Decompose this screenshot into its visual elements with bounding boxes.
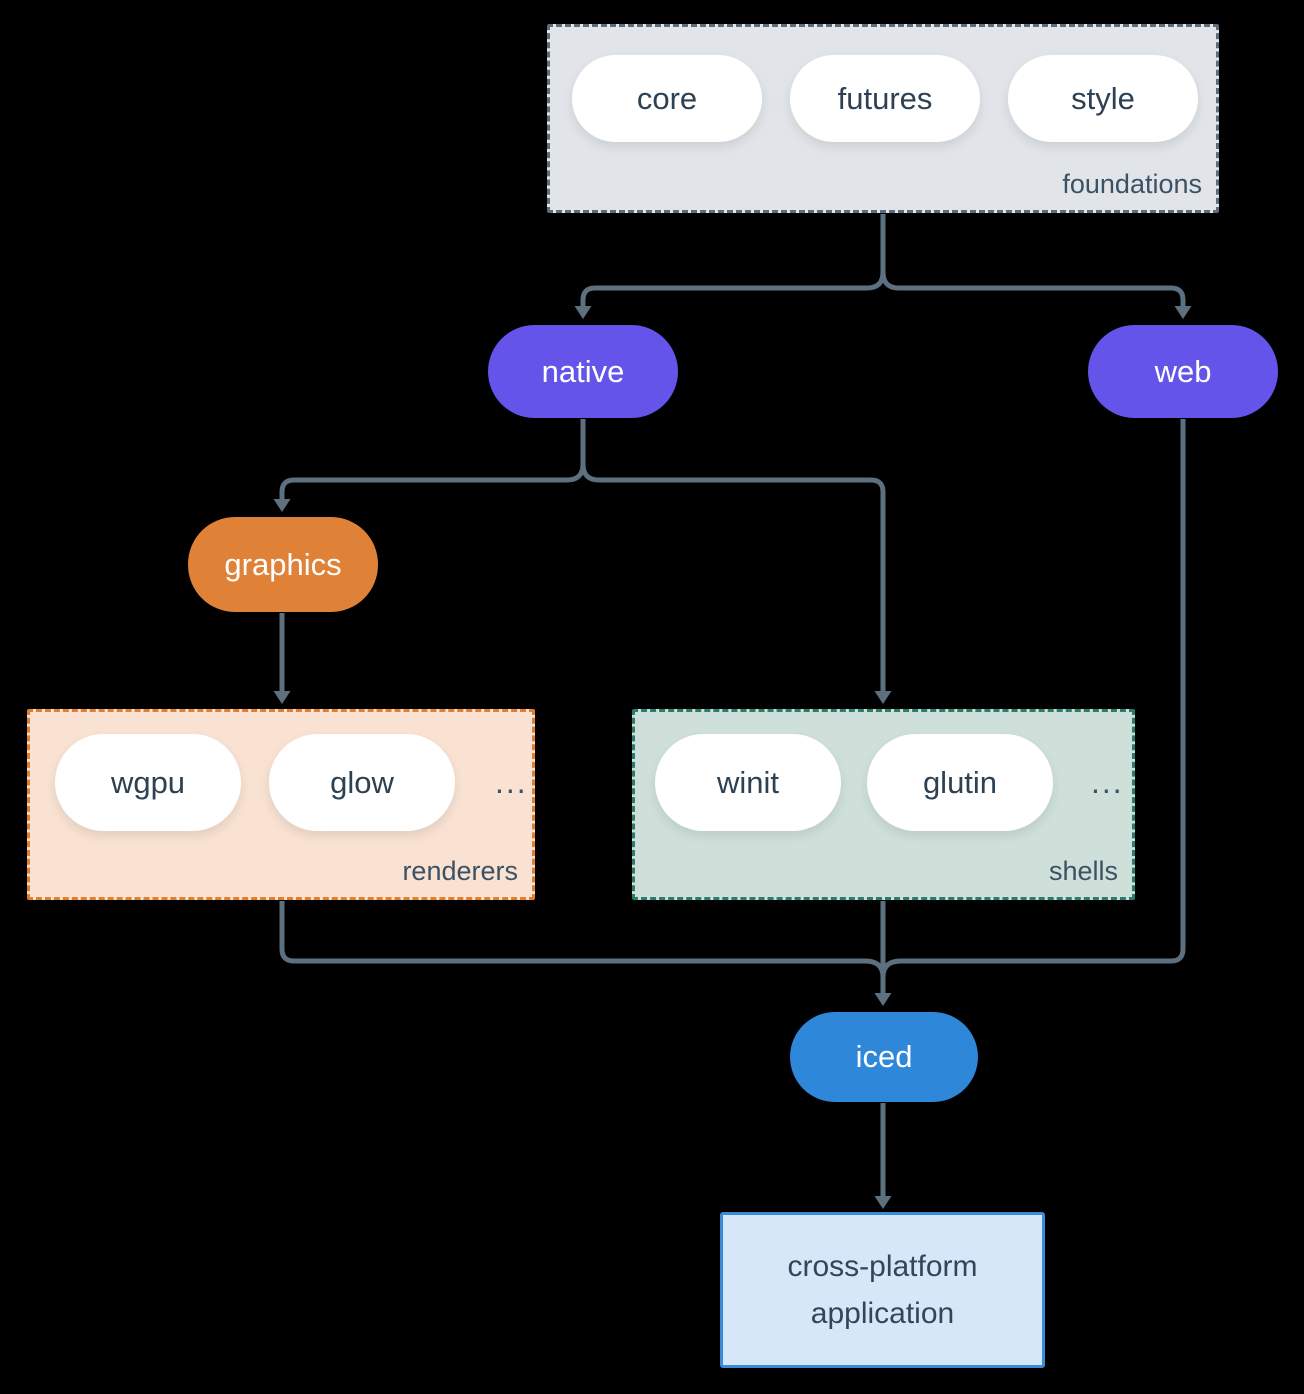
pill-graphics: graphics: [188, 517, 378, 612]
group-shells: winit glutin ... shells: [632, 709, 1135, 900]
edge-foundations-web: [880, 214, 1186, 306]
renderers-label: renderers: [402, 856, 518, 886]
pill-glow: glow: [269, 734, 455, 831]
pill-native: native: [488, 325, 678, 418]
arrowhead-native: [574, 306, 592, 319]
arrowhead-iced: [874, 993, 892, 1006]
pill-glutin: glutin: [867, 734, 1053, 831]
pill-core: core: [572, 55, 762, 142]
pill-iced: iced: [790, 1012, 978, 1102]
application-label-line2: application: [810, 1297, 955, 1330]
application-label-line1: cross-platform: [787, 1250, 978, 1283]
arrowhead-renderers: [273, 691, 291, 704]
shells-pill-row: winit glutin ...: [635, 712, 1132, 831]
pill-futures: futures: [790, 55, 980, 142]
shells-ellipsis: ...: [1091, 764, 1124, 800]
shells-label: shells: [1048, 856, 1118, 886]
renderers-ellipsis: ...: [495, 764, 528, 800]
renderers-pill-row: wgpu glow ...: [30, 712, 532, 831]
arrowhead-shells: [874, 691, 892, 704]
edge-foundations-native: [580, 214, 886, 306]
arrowhead-application: [874, 1196, 892, 1209]
edge-native-graphics: [279, 419, 586, 499]
arrowhead-web: [1174, 306, 1192, 319]
group-foundations: core futures style foundations: [547, 24, 1219, 213]
edge-renderers-iced: [279, 901, 886, 978]
pill-winit: winit: [655, 734, 841, 831]
pill-web: web: [1088, 325, 1278, 418]
arrowhead-graphics: [273, 499, 291, 512]
foundations-label: foundations: [1062, 169, 1202, 199]
application-box: cross-platform application: [720, 1212, 1045, 1368]
edge-native-shells: [580, 419, 886, 691]
group-renderers: wgpu glow ... renderers: [27, 709, 535, 900]
pill-wgpu: wgpu: [55, 734, 241, 831]
foundations-pill-row: core futures style: [550, 27, 1216, 142]
pill-style: style: [1008, 55, 1198, 142]
